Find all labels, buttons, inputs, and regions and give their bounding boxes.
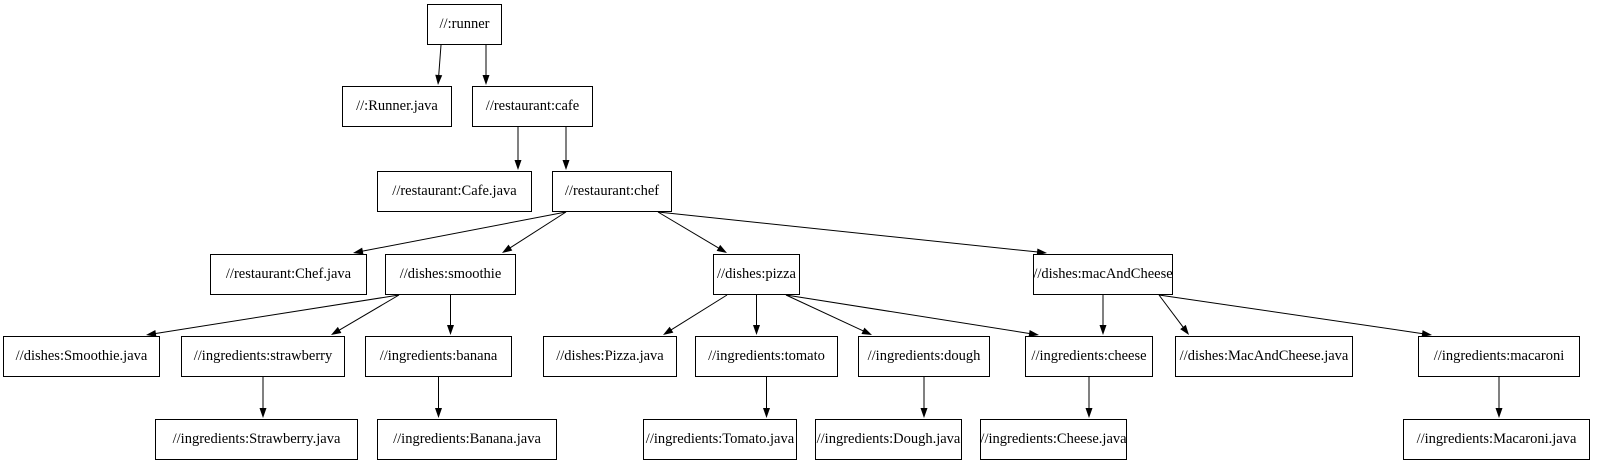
graph-node-smoothie: //dishes:smoothie <box>385 254 516 295</box>
arrowhead-pizza-to-tomato <box>753 325 760 335</box>
graph-node-strawberry: //ingredients:strawberry <box>181 336 345 377</box>
edge-chef-to-chef_java <box>361 211 567 252</box>
arrowhead-chef-to-mac <box>1036 248 1047 256</box>
arrowhead-cheese-to-cheese_java <box>1085 408 1093 418</box>
arrowhead-mac-to-cheese <box>1099 325 1107 335</box>
graph-node-dough: //ingredients:dough <box>858 336 990 377</box>
graph-node-tomato: //ingredients:tomato <box>695 336 838 377</box>
graph-node-pizza_java: //dishes:Pizza.java <box>543 336 677 377</box>
arrowhead-strawberry-to-strawberry_java <box>259 408 267 418</box>
edge-mac-to-mac_java <box>1158 294 1184 329</box>
edge-smoothie-to-strawberry <box>338 294 400 331</box>
arrowhead-cafe-to-chef <box>562 160 570 170</box>
graph-node-mac_java: //dishes:MacAndCheese.java <box>1175 336 1353 377</box>
arrowhead-pizza-to-pizza_java <box>663 326 674 335</box>
arrowhead-pizza-to-cheese <box>1028 329 1039 337</box>
edge-chef-to-pizza <box>657 211 720 249</box>
arrowhead-runner-to-runner_java <box>435 74 443 85</box>
graph-node-banana_java: //ingredients:Banana.java <box>377 419 557 460</box>
arrowhead-smoothie-to-smoothie_java <box>146 329 157 337</box>
arrowhead-chef-to-smoothie <box>502 244 513 253</box>
graph-node-tomato_java: //ingredients:Tomato.java <box>643 419 797 460</box>
arrowhead-mac-to-mac_java <box>1180 324 1189 335</box>
graph-node-smoothie_java: //dishes:Smoothie.java <box>3 336 160 377</box>
graph-node-cheese: //ingredients:cheese <box>1025 336 1153 377</box>
graph-node-pizza: //dishes:pizza <box>713 254 800 295</box>
arrowhead-chef-to-chef_java <box>353 247 364 255</box>
arrowhead-macaroni-to-macaroni_java <box>1495 408 1503 418</box>
graph-node-macaroni_java: //ingredients:Macaroni.java <box>1403 419 1590 460</box>
graph-node-runner: //:runner <box>427 4 502 45</box>
graph-node-banana: //ingredients:banana <box>365 336 512 377</box>
graph-node-mac: //dishes:macAndCheese <box>1033 254 1173 295</box>
arrowhead-banana-to-banana_java <box>435 408 442 418</box>
edge-pizza-to-pizza_java <box>670 294 728 331</box>
edge-pizza-to-dough <box>785 294 865 332</box>
arrowhead-dough-to-dough_java <box>920 408 928 418</box>
arrowhead-pizza-to-dough <box>861 327 872 335</box>
arrowhead-cafe-to-cafe_java <box>514 160 522 170</box>
edge-smoothie-to-smoothie_java <box>154 294 400 335</box>
arrowhead-smoothie-to-banana <box>447 325 454 335</box>
edge-pizza-to-cheese <box>785 294 1031 335</box>
arrowhead-chef-to-pizza <box>716 244 727 253</box>
arrowhead-mac-to-macaroni <box>1421 330 1432 338</box>
graph-node-cafe_java: //restaurant:Cafe.java <box>377 171 532 212</box>
graph-node-runner_java: //:Runner.java <box>342 86 452 127</box>
arrowhead-smoothie-to-strawberry <box>331 326 342 335</box>
graph-node-cafe: //restaurant:cafe <box>472 86 593 127</box>
edge-chef-to-smoothie <box>509 211 567 249</box>
graph-node-dough_java: //ingredients:Dough.java <box>815 419 962 460</box>
graph-node-strawberry_java: //ingredients:Strawberry.java <box>155 419 358 460</box>
arrowhead-tomato-to-tomato_java <box>763 408 770 418</box>
arrowhead-runner-to-cafe <box>482 75 490 85</box>
graph-node-chef: //restaurant:chef <box>552 171 672 212</box>
graph-node-chef_java: //restaurant:Chef.java <box>210 254 367 295</box>
graph-node-macaroni: //ingredients:macaroni <box>1418 336 1580 377</box>
edge-runner-to-runner_java <box>438 44 442 77</box>
edge-mac-to-macaroni <box>1158 294 1424 335</box>
edge-chef-to-mac <box>657 211 1039 253</box>
graph-node-cheese_java: //ingredients:Cheese.java <box>980 419 1127 460</box>
